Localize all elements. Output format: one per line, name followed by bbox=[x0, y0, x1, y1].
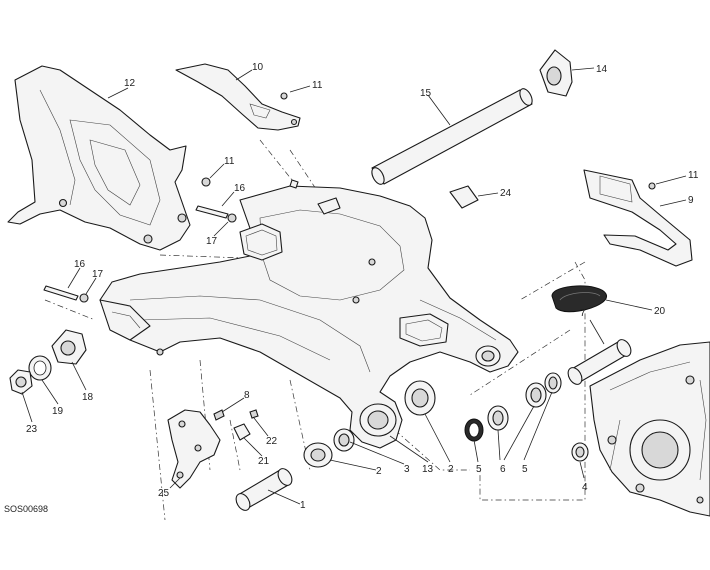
callout-13: 13 bbox=[422, 464, 434, 475]
label-part bbox=[449, 185, 479, 209]
reference-code: SOS00698 bbox=[4, 504, 48, 514]
callout-labels: 12 10 11 15 14 24 11 9 20 11 16 17 16 17… bbox=[26, 62, 699, 511]
pivot-bush-part bbox=[567, 339, 632, 385]
callout-23: 23 bbox=[26, 424, 38, 435]
callout-11-mid: 11 bbox=[224, 156, 235, 167]
callout-16-mid: 16 bbox=[234, 183, 246, 194]
callout-18: 18 bbox=[82, 392, 94, 403]
callout-2-left: 2 bbox=[376, 466, 382, 477]
small-bush-part bbox=[571, 442, 589, 462]
callout-9: 9 bbox=[688, 195, 694, 206]
callout-8: 8 bbox=[244, 390, 250, 401]
bearing-set-right bbox=[404, 372, 562, 442]
pad-part bbox=[551, 285, 607, 313]
callout-4: 4 bbox=[582, 482, 588, 493]
callout-19: 19 bbox=[52, 406, 64, 417]
callout-2-right: 2 bbox=[448, 464, 454, 475]
callout-20: 20 bbox=[654, 306, 666, 317]
fasteners-lower bbox=[213, 409, 259, 441]
callout-11-right: 11 bbox=[688, 170, 699, 181]
callout-5-left: 5 bbox=[476, 464, 482, 475]
callout-17-mid: 17 bbox=[206, 236, 218, 247]
callout-12: 12 bbox=[124, 78, 136, 89]
bearing-set-left bbox=[303, 428, 355, 468]
bracket-part bbox=[167, 409, 221, 489]
callout-7: 7 bbox=[580, 308, 586, 319]
leader-lines bbox=[21, 67, 687, 505]
callout-15: 15 bbox=[420, 88, 432, 99]
engine-case-part bbox=[589, 341, 710, 517]
callout-16-left: 16 bbox=[74, 259, 86, 270]
swingarm-part bbox=[99, 179, 519, 449]
chain-guard-part bbox=[175, 63, 301, 131]
left-hardware bbox=[9, 92, 656, 395]
callout-14: 14 bbox=[596, 64, 608, 75]
chain-slider-part bbox=[583, 169, 693, 267]
callout-22: 22 bbox=[266, 436, 278, 447]
rear-hugger-part bbox=[7, 65, 191, 251]
callout-10: 10 bbox=[252, 62, 264, 73]
callout-5-right: 5 bbox=[522, 464, 528, 475]
callout-25: 25 bbox=[158, 488, 170, 499]
callout-1: 1 bbox=[300, 500, 306, 511]
callout-3: 3 bbox=[404, 464, 410, 475]
assembly-lines bbox=[44, 139, 586, 521]
callout-24: 24 bbox=[500, 188, 512, 199]
callout-11-top: 11 bbox=[312, 80, 323, 91]
callout-17-left: 17 bbox=[92, 269, 104, 280]
plate-part bbox=[539, 49, 573, 97]
pivot-bush-left-part bbox=[235, 468, 293, 511]
callout-6: 6 bbox=[500, 464, 506, 475]
callout-21: 21 bbox=[258, 456, 270, 467]
pivot-shaft-part bbox=[371, 88, 533, 185]
